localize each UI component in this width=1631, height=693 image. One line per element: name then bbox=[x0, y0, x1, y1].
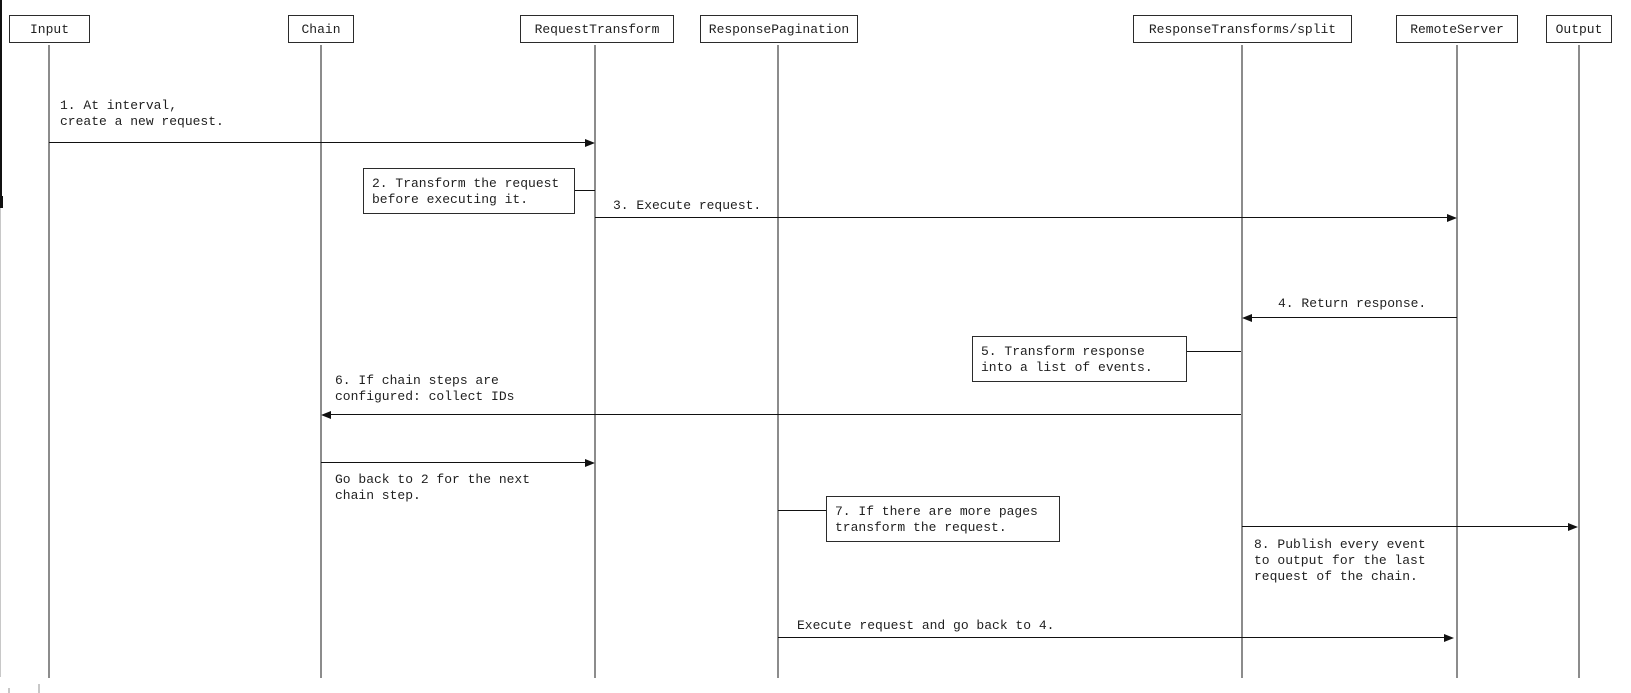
participant-input: Input bbox=[9, 15, 90, 43]
note-7-line-1: 7. If there are more pages bbox=[835, 504, 1038, 519]
message-3-arrow-line bbox=[595, 217, 1448, 219]
message-6-label: 6. If chain steps are configured: collec… bbox=[335, 373, 514, 405]
note-7-line-2: transform the request. bbox=[835, 520, 1007, 535]
participant-responsepagination: ResponsePagination bbox=[700, 15, 858, 43]
message-7-label-line-1: Go back to 2 for the next bbox=[335, 472, 531, 487]
left-border-notch bbox=[0, 196, 3, 208]
responsetransforms-split-lifeline bbox=[1241, 45, 1243, 678]
participant-responsepagination-label: ResponsePagination bbox=[708, 21, 850, 37]
message-6-arrowhead bbox=[321, 411, 331, 419]
left-border-line bbox=[0, 0, 2, 196]
message-4-arrowhead bbox=[1242, 314, 1252, 322]
note-2: 2. Transform the request before executin… bbox=[363, 168, 575, 214]
message-8-arrow-line bbox=[1242, 526, 1569, 528]
input-lifeline bbox=[48, 45, 50, 678]
message-1-label-line-1: 1. At interval, bbox=[60, 98, 178, 113]
participant-remoteserver: RemoteServer bbox=[1396, 15, 1518, 43]
message-1-arrowhead bbox=[585, 139, 595, 147]
message-1-arrow-line bbox=[49, 142, 586, 144]
message-9-label: Execute request and go back to 4. bbox=[797, 618, 1054, 634]
note-5-line-2: into a list of events. bbox=[981, 360, 1153, 375]
message-3-label-line-1: 3. Execute request. bbox=[613, 198, 762, 213]
requesttransform-lifeline bbox=[594, 45, 596, 678]
participant-responsetransforms-split: ResponseTransforms/split bbox=[1133, 15, 1352, 43]
message-7-arrow-line bbox=[321, 462, 586, 464]
message-7-arrowhead bbox=[585, 459, 595, 467]
message-9-label-line-1: Execute request and go back to 4. bbox=[797, 618, 1055, 633]
chain-lifeline bbox=[320, 45, 322, 678]
left-border-faint-line bbox=[0, 208, 1, 677]
message-3-label: 3. Execute request. bbox=[613, 198, 761, 214]
bottom-cutoff-mark bbox=[8, 688, 10, 693]
note-5-line-1: 5. Transform response bbox=[981, 344, 1145, 359]
participant-chain: Chain bbox=[288, 15, 354, 43]
message-9-arrowhead bbox=[1444, 634, 1454, 642]
responsepagination-lifeline bbox=[777, 45, 779, 678]
message-4-label-line-1: 4. Return response. bbox=[1278, 296, 1427, 311]
participant-remoteserver-label: RemoteServer bbox=[1410, 21, 1504, 37]
note-5-connector bbox=[1187, 351, 1241, 353]
message-8-arrowhead bbox=[1568, 523, 1578, 531]
message-6-label-line-1: 6. If chain steps are bbox=[335, 373, 499, 388]
bottom-cutoff-tick bbox=[38, 684, 40, 693]
message-6-label-line-2: configured: collect IDs bbox=[335, 389, 515, 404]
message-8-label-line-2: to output for the last bbox=[1254, 553, 1426, 568]
message-1-label-line-2: create a new request. bbox=[60, 114, 224, 129]
message-3-arrowhead bbox=[1447, 214, 1457, 222]
message-4-label: 4. Return response. bbox=[1278, 296, 1426, 312]
message-1-label: 1. At interval, create a new request. bbox=[60, 98, 224, 130]
message-9-arrow-line bbox=[778, 637, 1445, 639]
participant-requesttransform-label: RequestTransform bbox=[534, 21, 660, 37]
participant-output: Output bbox=[1546, 15, 1612, 43]
note-7: 7. If there are more pages transform the… bbox=[826, 496, 1060, 542]
participant-chain-label: Chain bbox=[301, 21, 341, 37]
note-2-connector bbox=[575, 190, 595, 192]
message-7-label: Go back to 2 for the next chain step. bbox=[335, 472, 530, 504]
note-2-line-1: 2. Transform the request bbox=[372, 176, 560, 191]
message-7-label-line-2: chain step. bbox=[335, 488, 421, 503]
message-8-label-line-1: 8. Publish every event bbox=[1254, 537, 1426, 552]
remoteserver-lifeline bbox=[1456, 45, 1458, 678]
message-6-arrow-line bbox=[330, 414, 1241, 416]
message-4-arrow-line bbox=[1251, 317, 1457, 319]
note-5: 5. Transform response into a list of eve… bbox=[972, 336, 1187, 382]
note-2-line-2: before executing it. bbox=[372, 192, 529, 207]
message-8-label-line-3: request of the chain. bbox=[1254, 569, 1418, 584]
participant-output-label: Output bbox=[1555, 21, 1603, 37]
message-8-label: 8. Publish every event to output for the… bbox=[1254, 537, 1426, 585]
output-lifeline bbox=[1578, 45, 1580, 678]
participant-requesttransform: RequestTransform bbox=[520, 15, 674, 43]
note-7-connector bbox=[778, 510, 826, 512]
participant-input-label: Input bbox=[29, 21, 69, 37]
participant-responsetransforms-split-label: ResponseTransforms/split bbox=[1148, 21, 1337, 37]
